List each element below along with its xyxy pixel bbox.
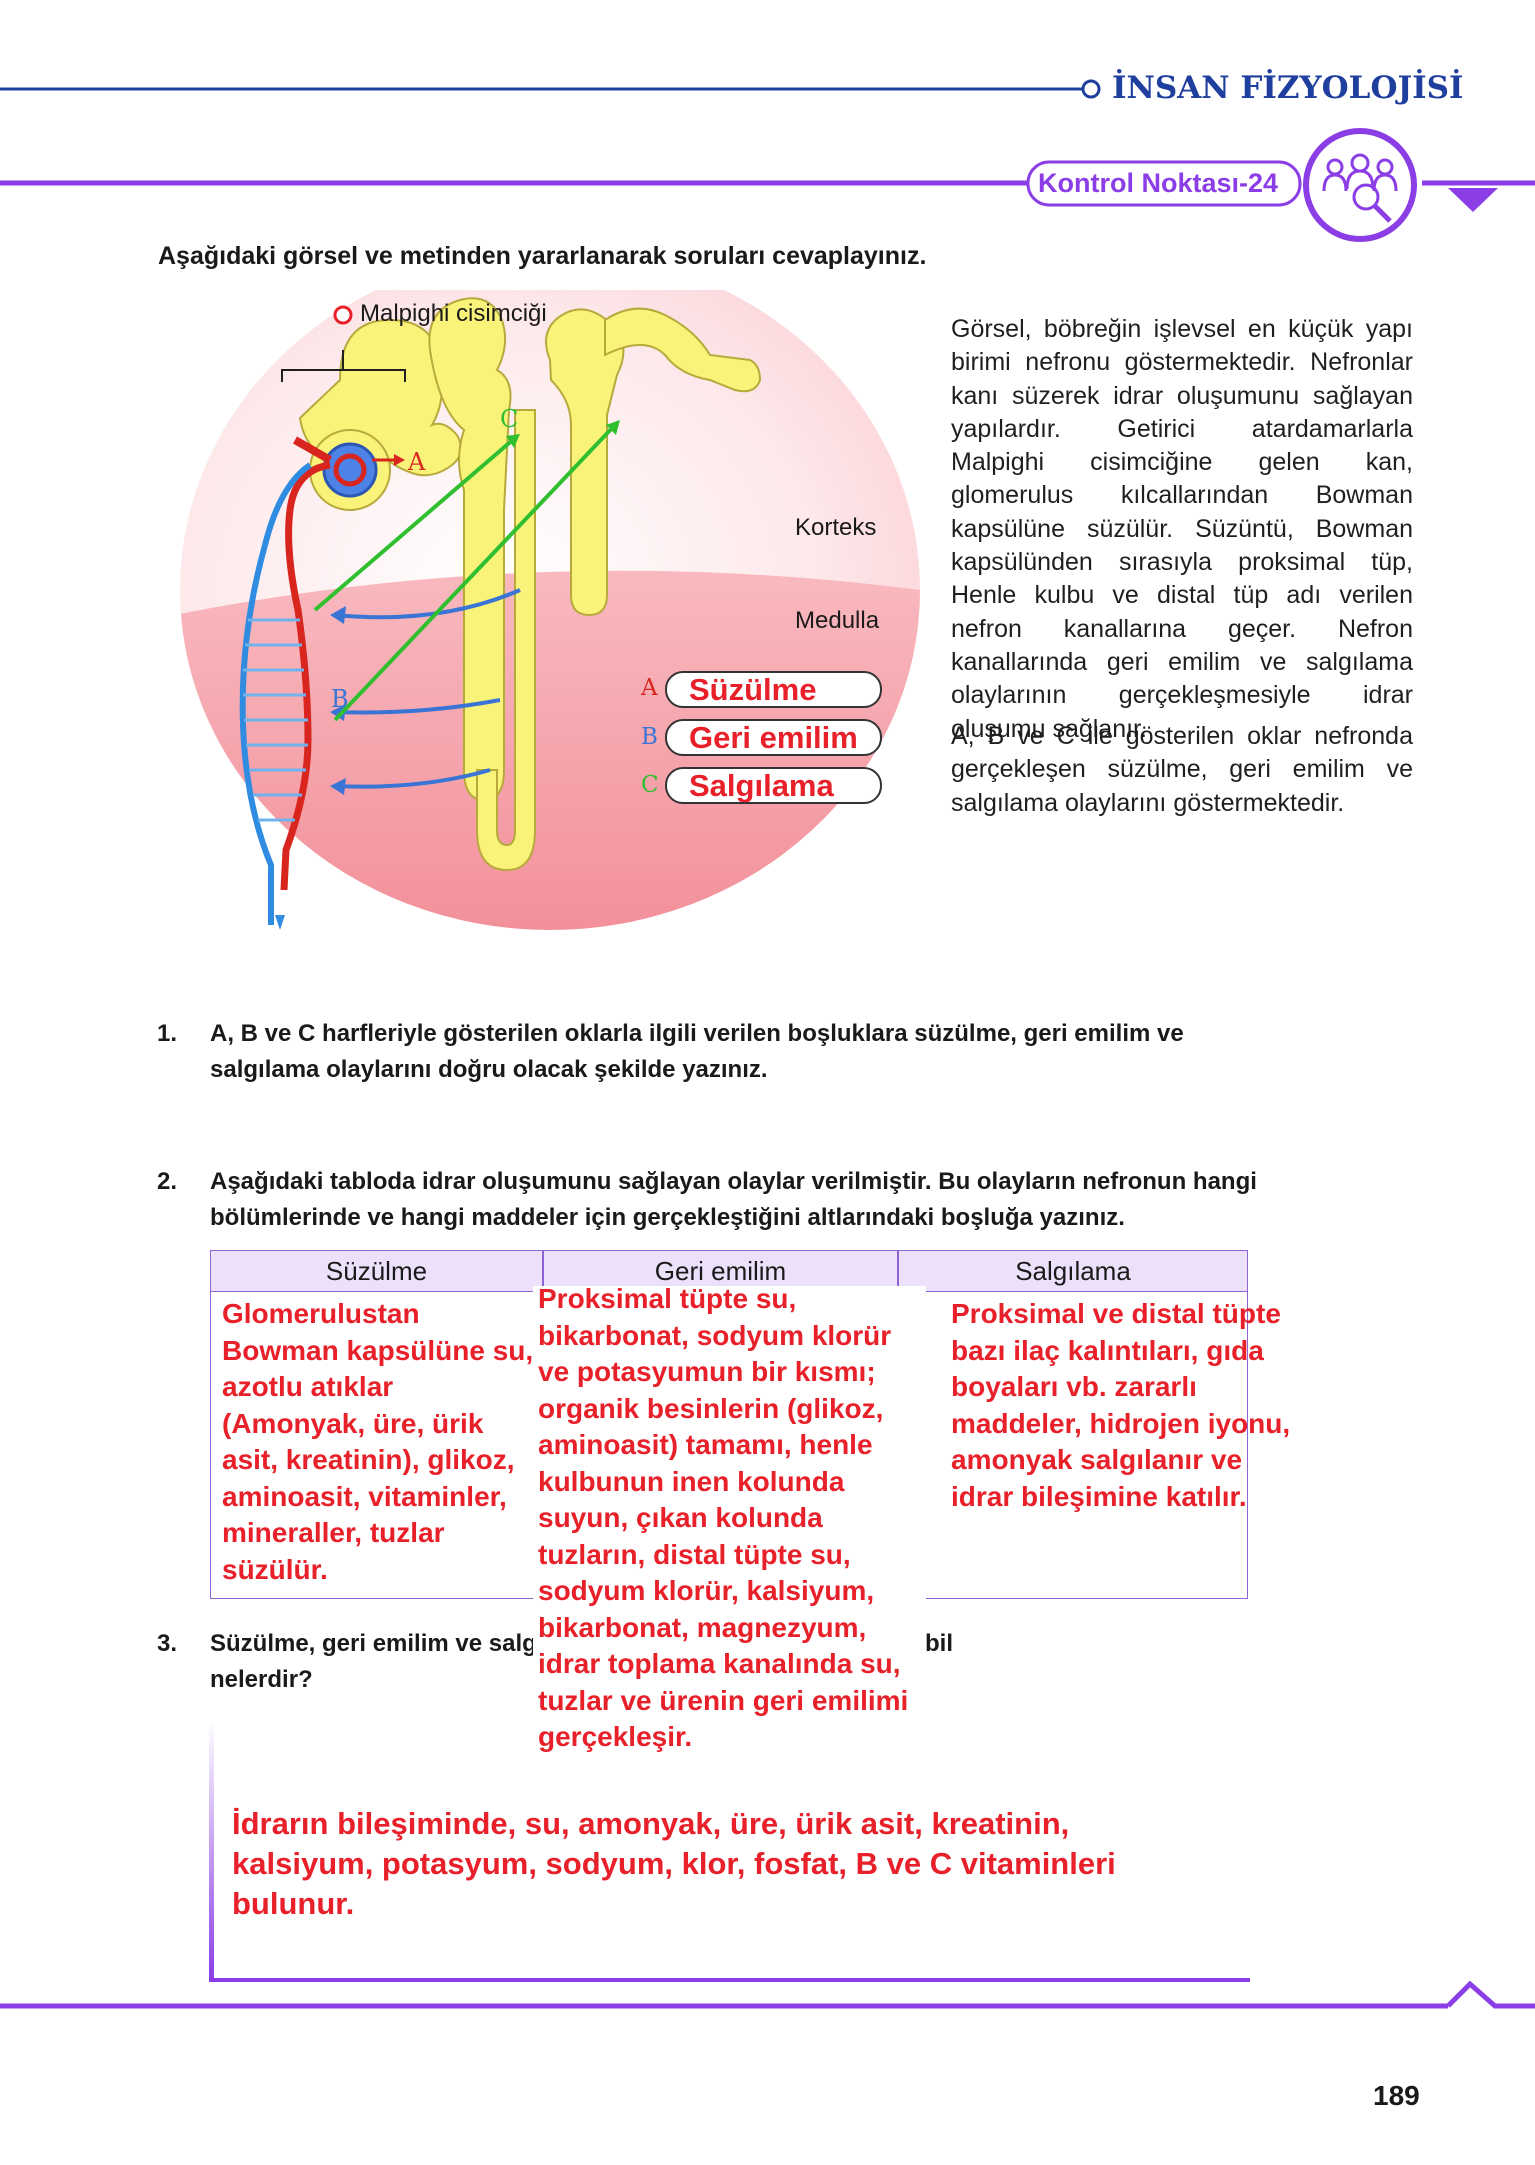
page-number: 189 <box>1373 2080 1420 2112</box>
instruction-text: Aşağıdaki görsel ve metinden yararlanara… <box>158 242 926 271</box>
label-malpighi: Malpighi cisimciği <box>360 300 547 328</box>
table-answer-geri-emilim: Proksimal tüpte su, bikarbonat, sodyum k… <box>538 1281 928 1756</box>
answer-box-c: Salgılama <box>665 767 882 804</box>
label-korteks: Korteks <box>795 514 876 542</box>
label-medulla: Medulla <box>795 607 879 635</box>
section-title: İNSAN FİZYOLOJİSİ <box>1112 70 1464 106</box>
question-3-text: Süzülme, geri emilim ve salg <box>210 1626 537 1662</box>
answer-3-text: İdrarın bileşiminde, su, amonyak, üre, ü… <box>232 1804 1162 1924</box>
table-header-salgilama: Salgılama <box>898 1250 1248 1292</box>
side-paragraph-2: A, B ve C ile gösterilen oklar nefronda … <box>951 720 1413 820</box>
table-header-suzulme: Süzülme <box>210 1250 543 1292</box>
malpighi-marker-icon <box>331 303 355 327</box>
question-1-text: A, B ve C harfleriyle gösterilen oklarla… <box>210 1016 1270 1088</box>
question-2-number: 2. <box>157 1164 177 1200</box>
answer-box-b: Geri emilim <box>665 719 882 756</box>
label-arrow-b: B <box>331 685 349 713</box>
answer-box-a: Süzülme <box>665 671 882 708</box>
answer-text-b: Geri emilim <box>689 719 858 756</box>
table-answer-suzulme: Glomerulustan Bowman kapsülüne su, azotl… <box>222 1296 540 1588</box>
question-3-text-line2: nelerdir? <box>210 1662 313 1698</box>
answer-letter-c: C <box>641 772 659 798</box>
label-arrow-c: C <box>500 405 518 433</box>
question-3-text-tail: bil <box>925 1626 953 1662</box>
table-answer-salgilama: Proksimal ve distal tüpte bazı ilaç kalı… <box>951 1296 1291 1515</box>
answer-letter-a: A <box>641 675 658 701</box>
answer-text-c: Salgılama <box>689 767 834 804</box>
label-arrow-a: A <box>408 448 425 476</box>
badge-label: Kontrol Noktası-24 <box>1038 166 1278 200</box>
footer-decoration <box>0 1960 1535 2040</box>
question-3-number: 3. <box>157 1626 177 1662</box>
people-magnifier-icon <box>1300 125 1420 245</box>
side-paragraph-1: Görsel, böbreğin işlevsel en küçük yapı … <box>951 313 1413 746</box>
question-2-text: Aşağıdaki tabloda idrar oluşumunu sağlay… <box>210 1164 1270 1236</box>
answer-letter-b: B <box>641 724 658 750</box>
answer-text-a: Süzülme <box>689 671 816 708</box>
question-1-number: 1. <box>157 1016 177 1052</box>
